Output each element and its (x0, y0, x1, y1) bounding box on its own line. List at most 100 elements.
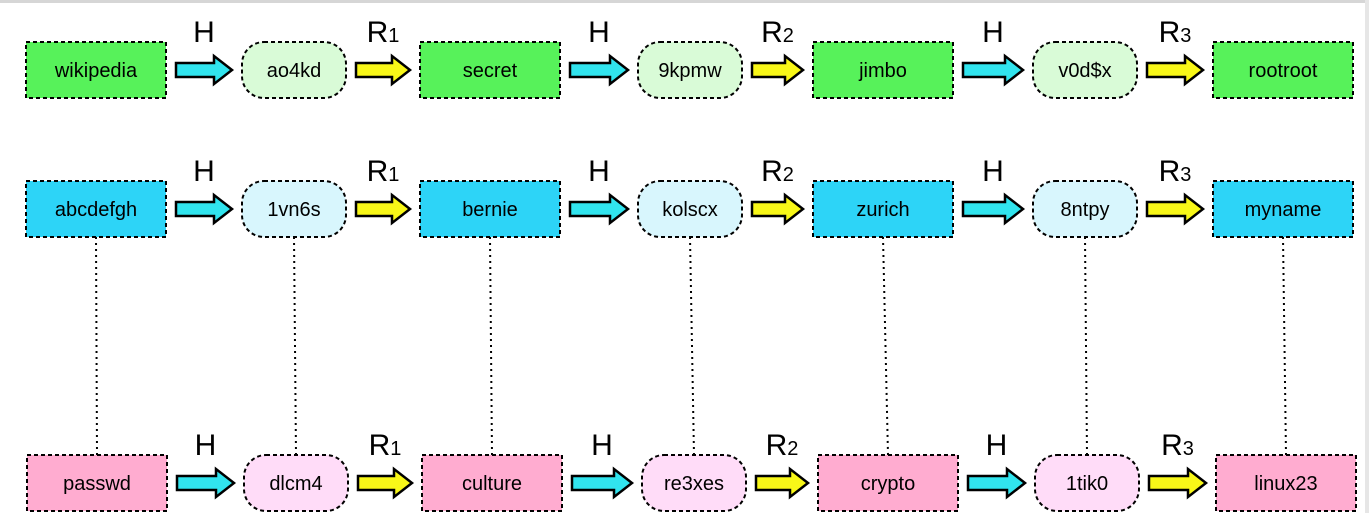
password-node: rootroot (1212, 41, 1354, 99)
password-box (26, 454, 168, 512)
reduce-arrow (354, 53, 413, 87)
hash-box (1032, 180, 1138, 238)
chain-pink: passwd dlcm4 culture re3xes crypto 1tik0 linux… (26, 429, 1357, 512)
hash-function-label: H (986, 429, 1008, 462)
hash-label: 9kpmw (658, 60, 722, 82)
password-box (419, 41, 561, 99)
password-node: zurich (812, 180, 954, 238)
password-node: jimbo (812, 41, 954, 99)
password-box (812, 41, 954, 99)
password-node: linux23 (1215, 454, 1357, 512)
reduce-arrow (750, 53, 806, 87)
hash-node: v0d$x (1032, 41, 1138, 99)
hash-box (1034, 454, 1140, 512)
hash-node: kolscx (637, 180, 743, 238)
hash-node: dlcm4 (243, 454, 349, 512)
reduction-function-label: R3 (1159, 155, 1192, 188)
password-label: crypto (861, 473, 915, 495)
hash-function-label: H (982, 155, 1004, 188)
top-border-line (0, 0, 1369, 3)
chain-blue: abcdefgh 1vn6s bernie kolscx zurich 8ntpy myna… (25, 155, 1354, 238)
reduce-arrow (750, 192, 806, 226)
dotted-connector-line (95, 236, 98, 456)
password-label: bernie (462, 199, 518, 221)
chain-green: wikipedia ao4kd secret 9kpmw jimbo v0d$x rootr… (25, 16, 1354, 99)
password-label: linux23 (1254, 473, 1317, 495)
reduce-arrow (754, 466, 811, 500)
password-label: jimbo (858, 60, 907, 82)
dotted-connector-line (689, 236, 695, 456)
hash-function-label: H (195, 429, 217, 462)
hash-label: re3xes (664, 473, 724, 495)
password-label: abcdefgh (55, 199, 137, 221)
reduction-function-label: R1 (367, 155, 400, 188)
hash-label: dlcm4 (269, 473, 322, 495)
password-node: abcdefgh (25, 180, 167, 238)
hash-arrow (174, 192, 235, 226)
hash-box (637, 41, 743, 99)
password-label: passwd (63, 473, 131, 495)
password-box (1215, 454, 1357, 512)
hash-arrow (568, 53, 631, 87)
hash-arrow (966, 466, 1028, 500)
password-node: culture (421, 454, 563, 512)
hash-node: 1vn6s (241, 180, 347, 238)
hash-arrow (174, 53, 235, 87)
password-node: bernie (419, 180, 561, 238)
hash-function-label: H (193, 155, 215, 188)
password-label: zurich (856, 199, 909, 221)
reduce-arrow (1145, 53, 1206, 87)
hash-function-label: H (982, 16, 1004, 49)
reduction-function-label: R2 (766, 429, 799, 462)
dotted-connectors (95, 236, 1287, 456)
hash-function-label: H (588, 16, 610, 49)
password-box (1212, 180, 1354, 238)
hash-node: 8ntpy (1032, 180, 1138, 238)
hash-label: kolscx (662, 199, 718, 221)
hash-function-label: H (193, 16, 215, 49)
hash-box (1032, 41, 1138, 99)
password-box (419, 180, 561, 238)
hash-box (241, 180, 347, 238)
hash-arrow (175, 466, 237, 500)
password-box (812, 180, 954, 238)
reduce-arrow (1147, 466, 1209, 500)
hash-label: ao4kd (267, 60, 322, 82)
hash-node: re3xes (641, 454, 747, 512)
password-label: myname (1245, 199, 1322, 221)
hash-node: 1tik0 (1034, 454, 1140, 512)
dotted-connector-line (489, 236, 493, 456)
reduce-arrow (354, 192, 413, 226)
hash-box (243, 454, 349, 512)
password-box (1212, 41, 1354, 99)
reduction-function-label: R2 (761, 16, 794, 49)
reduction-function-label: R3 (1161, 429, 1194, 462)
dotted-connector-line (882, 236, 889, 456)
hash-label: 1tik0 (1066, 473, 1108, 495)
dotted-connector-line (1282, 236, 1287, 456)
password-node: passwd (26, 454, 168, 512)
password-box (421, 454, 563, 512)
password-label: secret (463, 60, 518, 82)
password-box (25, 180, 167, 238)
hash-box (241, 41, 347, 99)
password-node: wikipedia (25, 41, 167, 99)
dotted-connector-line (1084, 236, 1088, 456)
password-label: rootroot (1249, 60, 1318, 82)
hash-node: ao4kd (241, 41, 347, 99)
hash-arrow (568, 192, 631, 226)
dotted-connector-line (293, 236, 297, 456)
hash-arrow (570, 466, 635, 500)
hash-arrow (961, 192, 1026, 226)
reduction-function-label: R3 (1159, 16, 1192, 49)
reduction-function-label: R1 (369, 429, 402, 462)
hash-label: 1vn6s (267, 199, 320, 221)
hash-box (637, 180, 743, 238)
password-node: crypto (817, 454, 959, 512)
password-box (817, 454, 959, 512)
hash-label: v0d$x (1058, 60, 1111, 82)
reduction-function-label: R2 (761, 155, 794, 188)
hash-arrow (961, 53, 1026, 87)
password-node: secret (419, 41, 561, 99)
